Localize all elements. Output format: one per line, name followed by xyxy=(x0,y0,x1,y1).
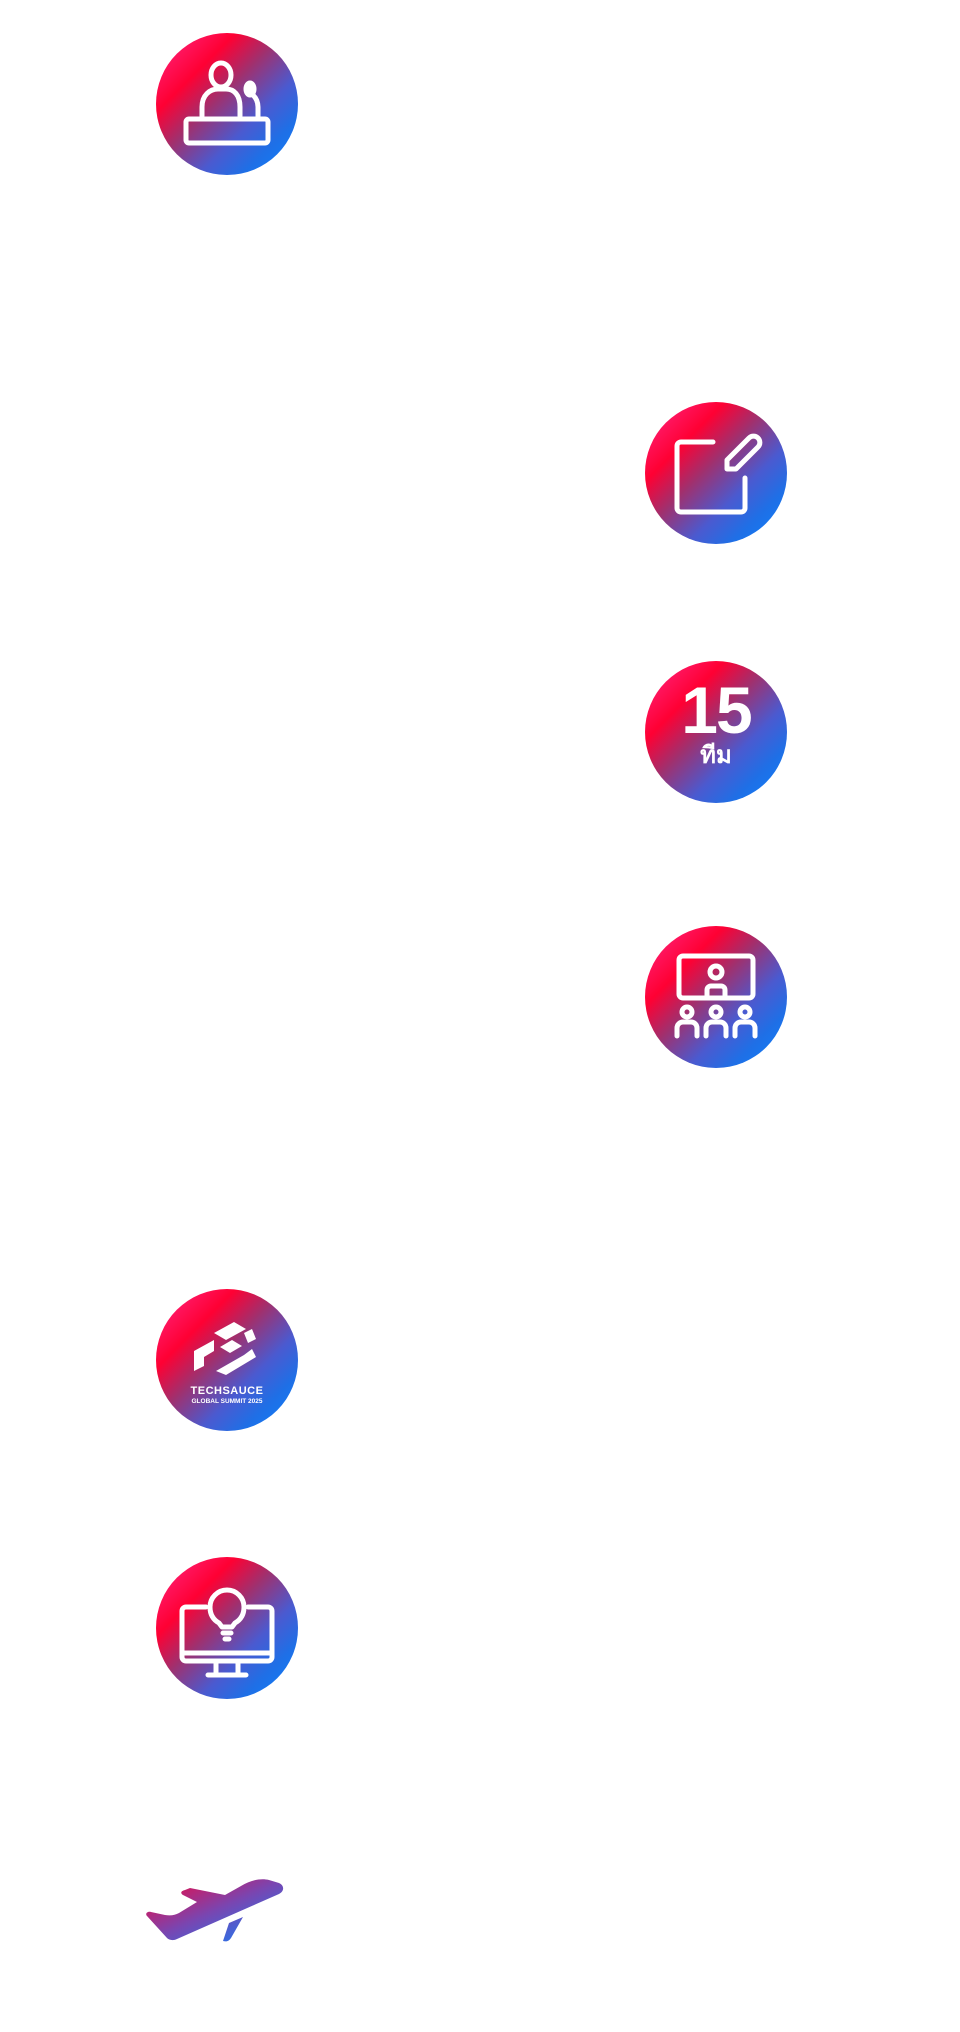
team-count-number: 15 xyxy=(681,673,752,747)
presentation-audience-icon xyxy=(645,926,787,1068)
edit-icon xyxy=(645,402,787,544)
techsauce-subtitle: GLOBAL SUMMIT 2025 xyxy=(191,1398,263,1405)
airplane-icon xyxy=(146,1879,284,1942)
team-count-icon: 15 ทีม xyxy=(645,661,787,803)
speaker-podium-icon xyxy=(156,33,298,175)
idea-monitor-icon xyxy=(156,1557,298,1699)
techsauce-logo-icon: TECHSAUCE GLOBAL SUMMIT 2025 xyxy=(156,1289,298,1431)
techsauce-title: TECHSAUCE xyxy=(190,1385,264,1397)
team-count-unit: ทีม xyxy=(700,742,732,769)
